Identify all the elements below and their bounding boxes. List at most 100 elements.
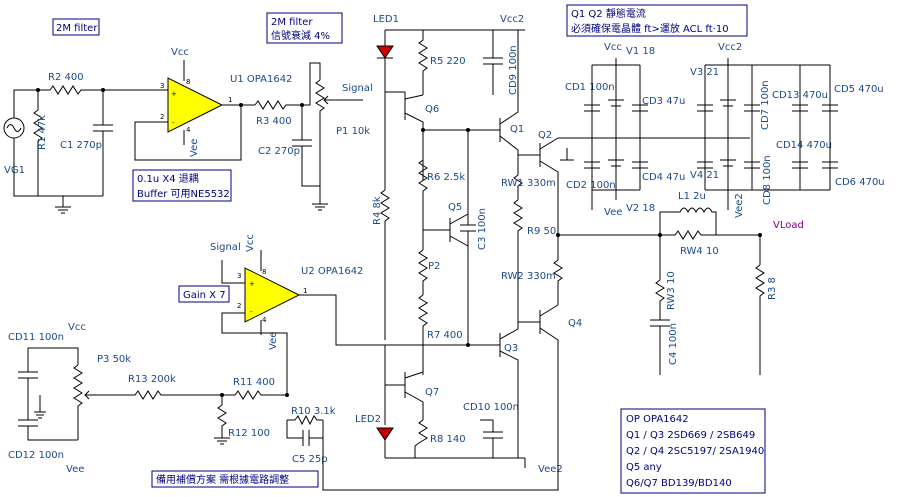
ground-icon [214, 437, 230, 445]
ground-icon [312, 186, 328, 211]
label-vload: VLoad [773, 220, 804, 231]
label-cd11: CD11 100n [8, 332, 64, 343]
label-led1: LED1 [373, 14, 399, 25]
led1-icon [376, 45, 394, 59]
note-2m-filter: 2M filter [56, 23, 98, 34]
resistor-r3-load [755, 264, 765, 375]
label-cd8: CD8 100n [762, 155, 773, 205]
output-network: L1 2u RW4 10 VLoad RW3 10 C4 100n R3 8 [650, 191, 804, 375]
label-cd14: CD14 470u [776, 140, 832, 151]
potentiometer-p2 [418, 249, 428, 295]
transistor-q1 [468, 30, 519, 175]
label-r13: R13 200k [128, 374, 176, 385]
potentiometer-p1 [315, 79, 325, 186]
label-cd7: CD7 100n [760, 80, 771, 130]
resistor-r10 [294, 414, 323, 426]
note-parts-l5: Q6/Q7 BD139/BD140 [626, 478, 732, 489]
resistor-r1 [33, 109, 43, 196]
resistor-r5 [418, 30, 428, 95]
label-cd5: CD5 470u [834, 84, 884, 95]
label-u2: U2 OPA1642 [301, 266, 363, 277]
label-cd2: CD2 100n [566, 180, 616, 191]
label-cd4: CD4 47u [642, 172, 685, 183]
resistor-rw3 [650, 279, 670, 375]
label-rw4: RW4 10 [680, 246, 719, 257]
note-box-buffer [132, 169, 232, 202]
note-parts-l2: Q1 / Q3 2SD669 / 2SB649 [626, 430, 755, 441]
resistor-r3 [254, 100, 302, 110]
label-q5: Q5 [448, 202, 462, 213]
note-box-2m-filter [52, 18, 100, 36]
label-r1: R1 47k [37, 115, 48, 150]
resistor-r2 [49, 85, 108, 95]
label-r12: R12 100 [228, 428, 270, 439]
label-r10: R10 3.1k [291, 406, 336, 417]
label-vee-u1: Vee [189, 139, 200, 157]
label-vee2-v4: Vee2 [734, 193, 745, 218]
label-q7: Q7 [425, 387, 439, 398]
resistor-r6 [418, 130, 428, 250]
label-cd3: CD3 47u [642, 96, 685, 107]
ground-icon [34, 395, 46, 419]
note-buffer-l2: Buffer 可用NE5532 [137, 189, 230, 200]
label-signal: Signal [342, 83, 373, 94]
label-r11: R11 400 [233, 377, 275, 388]
note-parts-l3: Q2 / Q4 2SC5197/ 2SA1940 [626, 446, 764, 457]
note-box-gain [178, 285, 230, 303]
label-v1: V1 18 [626, 46, 655, 57]
opamp-u1: + - 3 2 1 8 4 Vcc Vee U1 OPA1642 R3 400 … [108, 47, 373, 211]
label-vee2-bot: Vee2 [538, 464, 563, 475]
label-p3: P3 50k [97, 354, 131, 365]
label-signal2: Signal [210, 242, 241, 253]
vas-driver: Vcc2 LED1 R5 220 CD9 100n Q6 R4 8k R6 2.… [355, 14, 563, 475]
label-r3-load: R3 8 [767, 277, 778, 300]
resistor-rw4 [660, 230, 760, 240]
resistor-rw1 [513, 174, 523, 200]
label-r4: R4 8k [372, 196, 383, 225]
resistor-r8 [414, 419, 428, 458]
label-r8: R8 140 [430, 434, 466, 445]
note-comp: 備用補償方案 需根據電路調整 [156, 473, 289, 486]
resistor-r11 [222, 390, 287, 400]
note-2m-attn-l1: 2M filter [271, 17, 313, 28]
label-c5: C5 25p [292, 454, 328, 465]
label-r9: R9 50 [527, 226, 556, 237]
resistor-r4 [380, 189, 390, 340]
label-u1: U1 OPA1642 [230, 74, 292, 85]
label-vcc2-v3: Vcc2 [718, 42, 742, 53]
transistor-q7 [385, 371, 424, 420]
label-r7: R7 400 [427, 330, 463, 341]
svg-text:4: 4 [262, 316, 267, 324]
potentiometer-p3 [73, 364, 83, 440]
label-c3: C3 100n [477, 208, 488, 250]
note-buffer-l1: 0.1u X4 退耦 [137, 173, 199, 185]
resistor-r9 [513, 199, 523, 260]
svg-text:+: + [171, 90, 177, 98]
label-q4: Q4 [568, 318, 582, 329]
label-l1: L1 2u [678, 191, 706, 202]
note-box-parts [620, 408, 766, 494]
transistor-q5 [423, 213, 469, 247]
label-q2: Q2 [538, 130, 552, 141]
label-c2: C2 270p [258, 146, 300, 157]
label-q6: Q6 [425, 104, 439, 115]
transistor-q4 [518, 304, 559, 458]
note-parts-l4: Q5 any [626, 462, 662, 473]
input-section: VG1 R2 400 R1 47k C1 270p [3, 72, 113, 214]
svg-text:2: 2 [237, 302, 241, 310]
label-vee-v2: Vee [604, 207, 622, 218]
transistor-q6 [404, 92, 424, 180]
note-q1q2-l1: Q1 Q2 靜態電流 [571, 7, 646, 20]
svg-text:8: 8 [262, 268, 266, 276]
arrow-icon [323, 95, 333, 105]
label-r5: R5 220 [430, 56, 466, 67]
output-stage: Q1 Q2 RW1 330m R9 50 RW2 330m Q3 Q4 [423, 30, 750, 458]
svg-text:8: 8 [186, 78, 190, 86]
opamp-u1-body [167, 77, 224, 133]
offset-trim: CD11 100n Vcc CD12 100n Vee P3 50k R13 2… [8, 322, 222, 475]
ground-icon [55, 196, 71, 214]
svg-text:-: - [250, 308, 253, 316]
svg-text:3: 3 [237, 272, 241, 280]
note-box-q1q2 [566, 4, 748, 37]
